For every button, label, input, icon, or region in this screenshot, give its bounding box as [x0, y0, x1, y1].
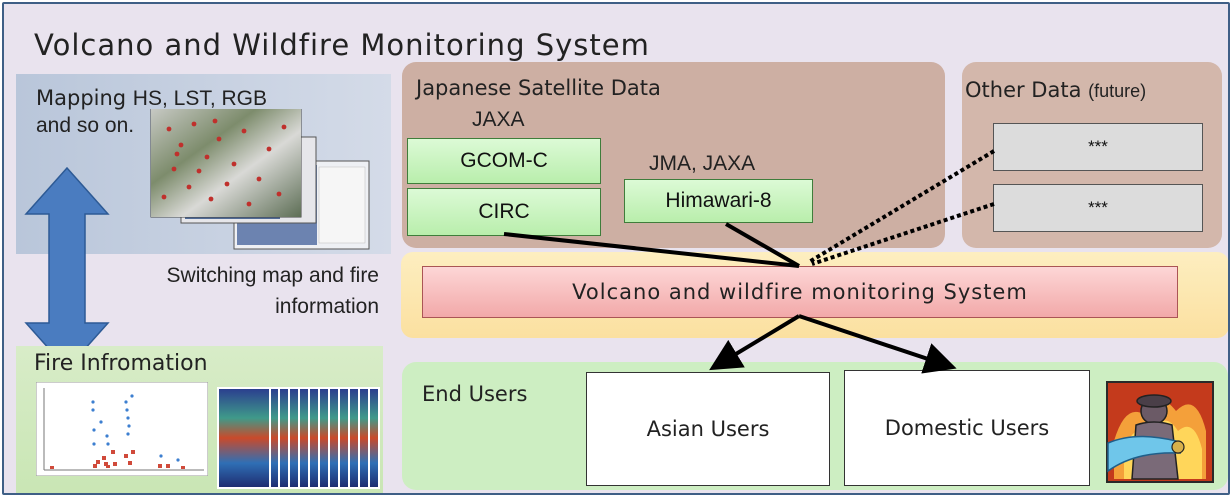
arrow-system-to-domestic — [798, 314, 957, 374]
himawari-8-box: Himawari-8 — [624, 179, 813, 223]
circ-box: CIRC — [407, 188, 601, 236]
firefighter-icon — [1106, 381, 1214, 483]
fire-image-stack-thumbnail — [217, 387, 380, 489]
arrow-himawari-to-system — [725, 222, 800, 268]
arrow-circ-to-system — [503, 232, 800, 268]
domestic-users-box: Domestic Users — [844, 370, 1090, 486]
switching-label-line1: Switching map and fire — [166, 264, 379, 287]
mapping-label-prefix: Mapping — [36, 86, 133, 110]
future-label: (future) — [1088, 81, 1147, 101]
end-users-label: End Users — [422, 382, 528, 406]
japanese-satellite-title: Japanese Satellite Data — [416, 76, 661, 100]
gcom-c-box: GCOM-C — [407, 138, 601, 184]
map-thumbnails — [150, 109, 370, 250]
switching-label: Switching map and fire information — [100, 260, 379, 322]
arrow-system-to-asian — [709, 314, 801, 371]
jaxa-label: JAXA — [472, 108, 525, 131]
fire-scatter-thumbnail — [36, 382, 208, 476]
jma-jaxa-label: JMA, JAXA — [649, 152, 756, 175]
map-hotspot-dots — [161, 118, 287, 207]
asian-users-box: Asian Users — [586, 372, 830, 486]
map-thumbnail-front-image — [151, 109, 301, 217]
monitoring-system-box: Volcano and wildfire monitoring System — [422, 266, 1178, 318]
arrow-other2-to-system — [811, 202, 995, 266]
other-data-box-1: *** — [993, 123, 1203, 171]
mapping-label-line2: and so on. — [36, 114, 135, 137]
fire-information-title: Fire Infromation — [34, 351, 208, 376]
diagram-title: Volcano and Wildfire Monitoring System — [34, 28, 650, 62]
arrow-other1-to-system — [807, 149, 996, 264]
mapping-label-products: HS, LST, RGB — [132, 87, 267, 110]
connector-arrows — [503, 149, 996, 374]
map-thumbnail-back-sidebar — [318, 166, 366, 244]
switching-label-line2: information — [275, 295, 379, 318]
mapping-label-line1: Mapping HS, LST, RGB — [36, 84, 267, 113]
other-data-box-2: *** — [993, 184, 1203, 232]
other-data-label: Other Data — [965, 78, 1089, 102]
other-data-title: Other Data (future) — [965, 76, 1146, 105]
